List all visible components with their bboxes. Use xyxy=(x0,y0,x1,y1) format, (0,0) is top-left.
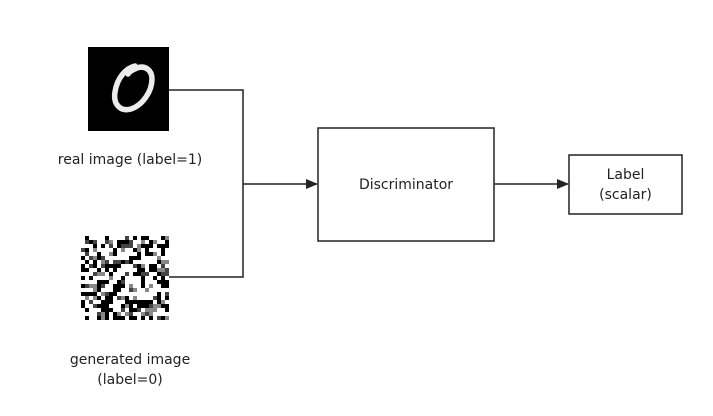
real-image-caption: real image (label=1) xyxy=(57,152,203,168)
merge-connector xyxy=(169,89,244,278)
label-output-box xyxy=(568,154,683,215)
generated-image-caption: generated image (label=0) xyxy=(40,350,220,390)
discriminator-box xyxy=(317,127,495,242)
generated-image-caption-line1: generated image xyxy=(69,352,191,368)
output-label: Label (scalar) xyxy=(569,165,682,205)
output-label-line2: (scalar) xyxy=(599,187,652,203)
output-label-line1: Label xyxy=(606,167,645,183)
generated-image-caption-line2: (label=0) xyxy=(97,372,163,388)
generated-noise-image xyxy=(81,236,169,320)
real-digit-image xyxy=(88,47,169,131)
discriminator-label: Discriminator xyxy=(358,177,454,193)
